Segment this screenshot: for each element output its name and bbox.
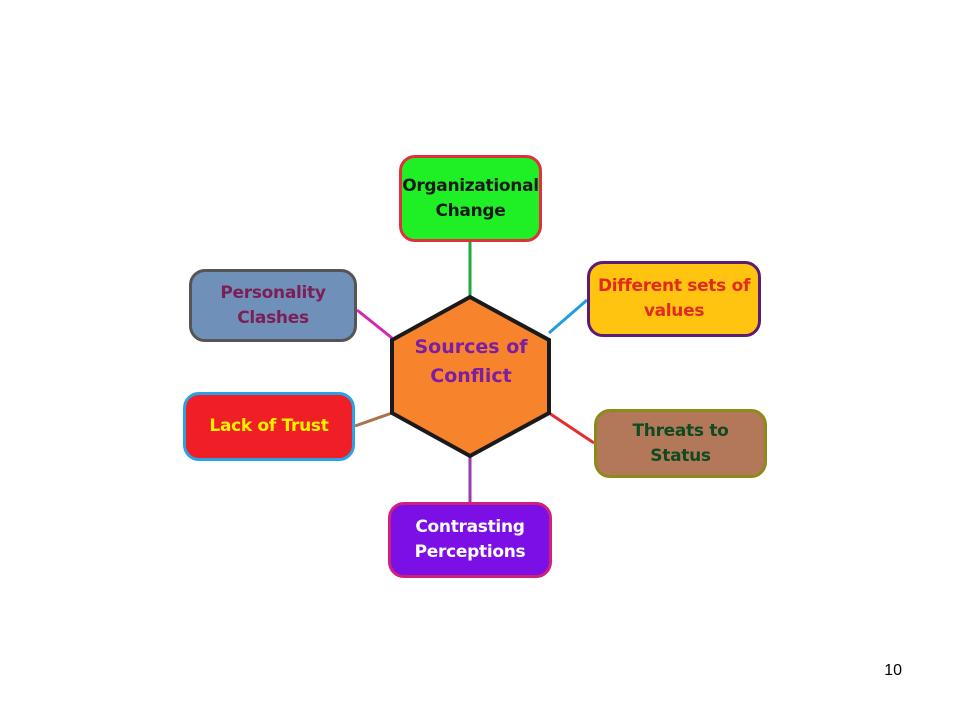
center-hexagon <box>390 294 551 459</box>
node-threats-to-status: Threats to Status <box>594 409 767 478</box>
node-lack-of-trust: Lack of Trust <box>183 392 355 461</box>
connector-threats-to-status <box>548 411 595 445</box>
node-organizational-change: Organizational Change <box>399 155 542 242</box>
node-different-sets-of-values: Different sets of values <box>587 261 761 337</box>
page-number: 10 <box>884 662 902 679</box>
node-contrasting-perceptions: Contrasting Perceptions <box>388 502 552 578</box>
connector-different-sets-of-values <box>548 298 588 335</box>
connector-lack-of-trust <box>354 411 393 428</box>
connector-personality-clashes <box>356 308 393 340</box>
center-label: Sources of Conflict <box>414 336 528 387</box>
node-personality-clashes: Personality Clashes <box>189 269 357 342</box>
